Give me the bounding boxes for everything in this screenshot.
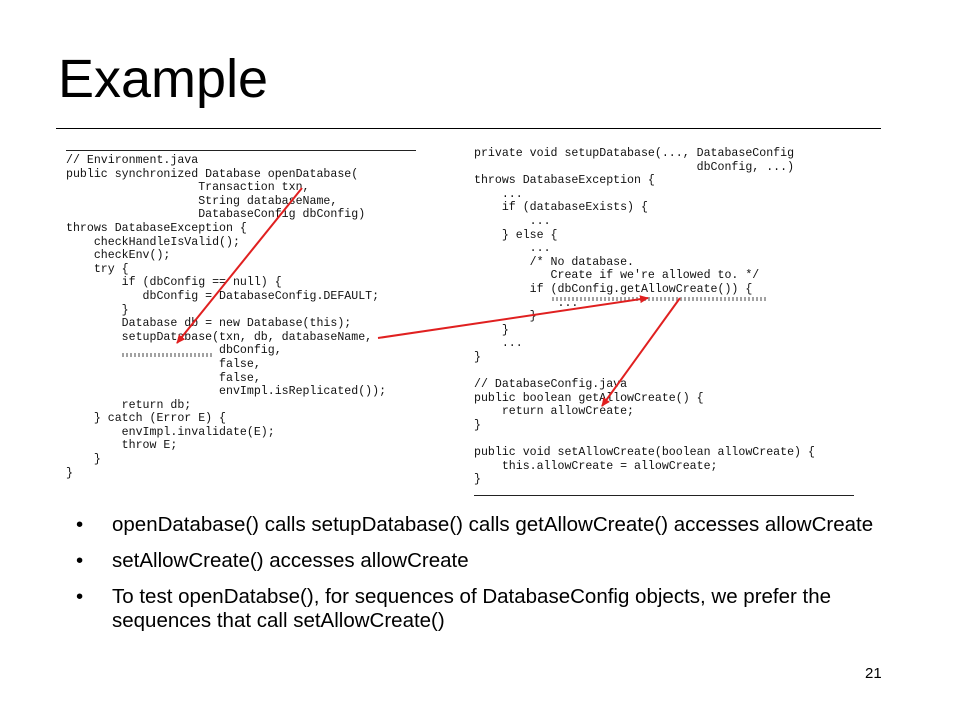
code-line: ...: [474, 242, 551, 256]
code-line: Create if we're allowed to. */: [474, 269, 760, 283]
code-line: } catch (Error E) {: [66, 412, 227, 426]
bullet-list: openDatabase() calls setupDatabase() cal…: [72, 513, 892, 645]
code-line: } else {: [474, 228, 558, 242]
code-line: public synchronized Database openDatabas…: [66, 167, 359, 181]
code-line: ...: [474, 214, 551, 228]
code-line: throws DatabaseException {: [474, 174, 655, 188]
code-line: }: [66, 453, 101, 467]
code-line: String databaseName,: [66, 194, 338, 208]
code-line: ...: [474, 337, 523, 351]
code-line: setupDatabase(txn, db, databaseName,: [66, 330, 373, 344]
bullet-item: openDatabase() calls setupDatabase() cal…: [72, 513, 892, 537]
code-right-bottom-rule: [474, 495, 854, 496]
code-line: checkEnv();: [66, 249, 171, 263]
code-line: [474, 432, 815, 446]
code-line: if (dbConfig.getAllowCreate()) {: [474, 282, 753, 296]
underline-getallowcreate-call: [552, 297, 767, 301]
code-line: dbConfig = DatabaseConfig.DEFAULT;: [66, 289, 380, 303]
code-line: Database db = new Database(this);: [66, 317, 352, 331]
code-listing-database-config: private void setupDatabase(..., Database…: [474, 147, 815, 487]
code-line: envImpl.invalidate(E);: [66, 425, 275, 439]
code-left-top-rule: [66, 150, 416, 151]
bullet-item: To test openDatabse(), for sequences of …: [72, 585, 892, 633]
slide-number: 21: [865, 665, 882, 682]
code-line: }: [474, 418, 481, 432]
title-divider: [56, 128, 881, 129]
code-line: }: [474, 350, 481, 364]
code-line: if (dbConfig == null) {: [66, 276, 282, 290]
code-line: return db;: [66, 398, 192, 412]
code-line: return allowCreate;: [474, 405, 635, 419]
code-line: }: [474, 310, 537, 324]
code-line: throws DatabaseException {: [66, 221, 247, 235]
code-line: DatabaseConfig dbConfig): [66, 208, 366, 222]
code-line: dbConfig, ...): [474, 160, 795, 174]
code-line: }: [474, 473, 481, 487]
code-line: ...: [474, 187, 523, 201]
code-line: Transaction txn,: [66, 181, 310, 195]
code-line: false,: [66, 357, 261, 371]
code-line: // DatabaseConfig.java: [474, 378, 628, 392]
code-line: /* No database.: [474, 255, 635, 269]
code-line: try {: [66, 262, 129, 276]
code-line: throw E;: [66, 439, 178, 453]
code-line: }: [474, 323, 509, 337]
code-line: }: [66, 303, 129, 317]
code-line: public void setAllowCreate(boolean allow…: [474, 446, 815, 460]
code-line: false,: [66, 371, 261, 385]
code-line: private void setupDatabase(..., Database…: [474, 147, 795, 160]
code-line: checkHandleIsValid();: [66, 235, 240, 249]
code-line: dbConfig,: [66, 344, 282, 358]
code-line: }: [66, 466, 73, 480]
code-line: public boolean getAllowCreate() {: [474, 391, 704, 405]
underline-setupdatabase-call: [122, 353, 214, 357]
code-line: this.allowCreate = allowCreate;: [474, 459, 718, 473]
bullet-item: setAllowCreate() accesses allowCreate: [72, 549, 892, 573]
code-line: envImpl.isReplicated());: [66, 385, 387, 399]
code-line: if (databaseExists) {: [474, 201, 648, 215]
code-line: [474, 365, 815, 379]
code-line: // Environment.java: [66, 154, 199, 167]
slide-title: Example: [58, 49, 269, 109]
